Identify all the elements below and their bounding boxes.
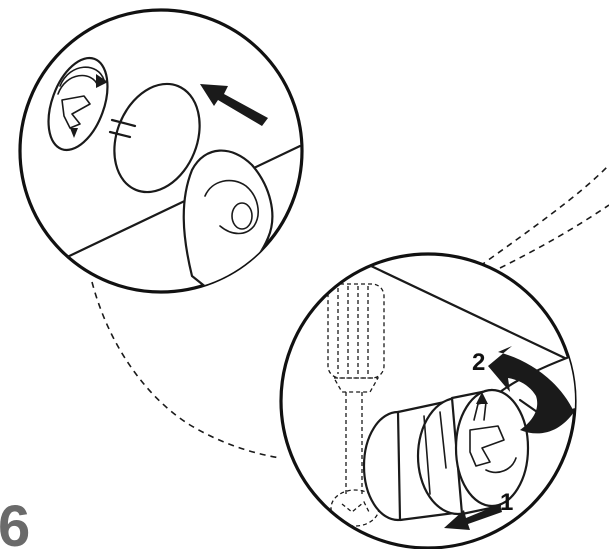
push-arrow-icon [200,84,268,126]
leader-lines-right [479,164,609,269]
rotate-arrow-icon [488,346,574,434]
callout-label-1: 1 [500,489,513,516]
push-arrow-icon [444,504,502,530]
top-detail-circle [18,8,304,294]
bottom-detail-circle [279,252,577,550]
callout-label-2: 2 [472,349,485,376]
screwdriver-icon [327,283,385,527]
step-number: 6 [0,494,30,549]
leader-lines-left [91,281,281,459]
rotate-lock-icon [57,66,108,138]
